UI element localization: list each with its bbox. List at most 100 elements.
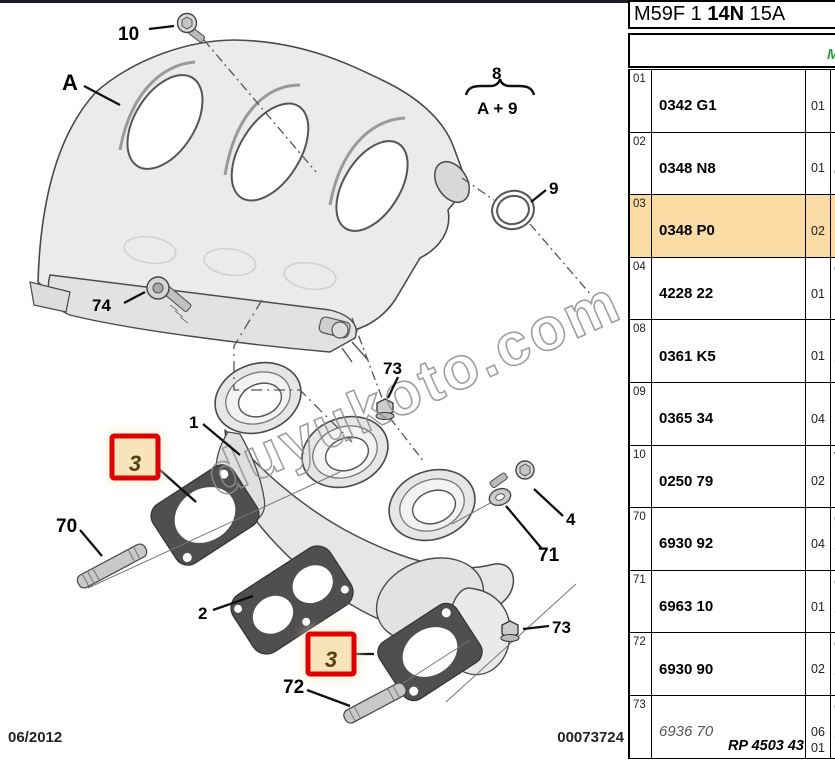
part-number: 0365 34 (652, 382, 806, 445)
quantity-line: 06 (811, 724, 825, 739)
description: I I (831, 70, 835, 132)
quantity: 02 (806, 445, 831, 508)
quantity: 01 (806, 570, 831, 633)
table-subheader: M (628, 33, 835, 68)
description: I (831, 383, 835, 445)
gasket-3-upper (150, 464, 260, 566)
description: I C (831, 133, 835, 195)
label-10: 10 (118, 24, 139, 45)
label-70: 70 (56, 516, 77, 537)
table-row-10[interactable]: 10 0250 79 02 V I (630, 445, 835, 509)
label-2: 2 (198, 604, 207, 623)
title-bold: 14N (707, 3, 745, 25)
quantity: 01 (806, 70, 831, 132)
part-number: 6930 92 (652, 508, 806, 570)
part-labels: 10 A 8 A + 9 9 74 73 1 70 2 72 4 71 73 (56, 24, 576, 698)
replacement-part-number: RP 4503 43 (727, 737, 804, 754)
row-index: 08 (630, 320, 652, 382)
label-A: A (62, 70, 78, 95)
row-index: 03 (630, 195, 652, 257)
row-index: 10 (630, 445, 652, 508)
title-prefix: M59F 1 (634, 3, 708, 25)
callout-3-upper[interactable]: 3 (106, 430, 164, 484)
bolt-74-icon (146, 276, 192, 324)
quantity: 02 (806, 633, 831, 695)
table-row-73[interactable]: 73 6936 70 RP 4503 43 06 01 C S (630, 695, 835, 759)
nut-73-middle-icon (375, 398, 395, 420)
bolt-4-icon (489, 460, 535, 489)
label-72: 72 (283, 677, 304, 698)
row-index: 01 (630, 70, 652, 132)
part-number: 6930 90 (652, 633, 806, 695)
table-row-71[interactable]: 71 6963 10 01 C S (630, 570, 835, 634)
description: I S (831, 320, 835, 382)
description: C S (831, 508, 835, 570)
quantity: 04 (806, 382, 831, 445)
label-8: 8 (492, 64, 501, 83)
quantity-line: 01 (811, 740, 825, 755)
label-1: 1 (189, 413, 198, 432)
part-number: 6936 70 RP 4503 43 (652, 695, 806, 758)
description: C I (831, 258, 835, 320)
catalog-reference-header: M59F 1 14N 15A (628, 0, 835, 29)
engine-code-label: M (827, 46, 835, 63)
label-73-middle: 73 (383, 359, 402, 378)
description: C S (831, 571, 835, 633)
table-row-03-highlighted[interactable]: 03 0348 P0 02 I I (630, 195, 835, 258)
label-A9: A + 9 (477, 99, 517, 118)
stud-72-icon (343, 682, 407, 724)
intake-manifold-illustration (29, 39, 471, 363)
table-row-72[interactable]: 72 6930 90 02 C S (630, 633, 835, 696)
row-index: 09 (630, 382, 652, 445)
table-row-02[interactable]: 02 0348 N8 01 I C (630, 132, 835, 196)
oring-9-icon (491, 189, 535, 231)
stud-70-icon (76, 543, 148, 589)
diagram-number: 00073724 (557, 729, 624, 746)
label-74: 74 (92, 296, 111, 315)
row-index: 70 (630, 508, 652, 570)
quantity: 06 01 (806, 695, 831, 758)
part-number: 6963 10 (652, 570, 806, 633)
callout-3-lower[interactable]: 3 (302, 628, 360, 680)
label-9: 9 (549, 179, 558, 198)
part-number: 0348 N8 (652, 132, 806, 195)
row-index: 02 (630, 132, 652, 195)
diagram-date: 06/2012 (8, 729, 62, 746)
label-4: 4 (566, 510, 576, 529)
row-index: 73 (630, 695, 652, 758)
table-row-01[interactable]: 01 0342 G1 01 I I (630, 70, 835, 133)
part-number: 0361 K5 (652, 320, 806, 382)
label-73-right: 73 (552, 618, 571, 637)
quantity: 01 (806, 320, 831, 382)
label-71: 71 (538, 545, 560, 566)
description: I I (831, 195, 835, 257)
quantity: 02 (806, 195, 831, 257)
description: C S (831, 696, 835, 758)
part-number-italic: 6936 70 (659, 723, 714, 741)
row-index: 71 (630, 570, 652, 633)
table-row-70[interactable]: 70 6930 92 04 C S (630, 508, 835, 571)
washer-71-icon (488, 487, 512, 507)
quantity: 04 (806, 508, 831, 570)
parts-table: 01 0342 G1 01 I I 02 0348 N8 01 I C 03 (628, 69, 835, 759)
part-number: 0348 P0 (652, 195, 806, 257)
assembly-axis-lines (87, 39, 593, 717)
title-suffix: 15A (744, 3, 786, 25)
quantity: 01 (806, 132, 831, 195)
quantity: 01 (806, 257, 831, 320)
table-row-08[interactable]: 08 0361 K5 01 I S (630, 320, 835, 383)
bolt-10-icon (176, 12, 206, 43)
brace-icon (464, 78, 536, 96)
nut-73-right-icon (500, 620, 520, 642)
table-row-04[interactable]: 04 4228 22 01 C I (630, 257, 835, 321)
description: C S (831, 633, 835, 695)
row-index: 04 (630, 257, 652, 320)
part-number: 0342 G1 (652, 70, 806, 132)
description: V I (831, 446, 835, 508)
part-number: 0250 79 (652, 445, 806, 508)
diagram-top-border (0, 0, 628, 3)
parts-table-panel: M59F 1 14N 15A M 01 0342 G1 01 I I 02 03… (628, 0, 835, 765)
table-row-09[interactable]: 09 0365 34 04 I (630, 382, 835, 446)
leader-lines (79, 24, 564, 708)
